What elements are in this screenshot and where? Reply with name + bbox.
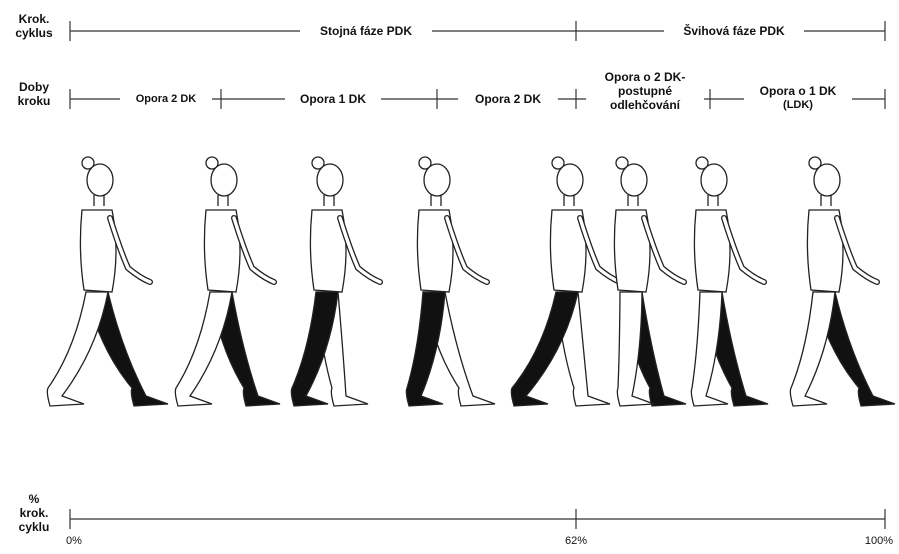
neck — [821, 195, 831, 206]
phase-swing-label: Švihová fáze PDK — [664, 24, 804, 38]
phase-stance-label: Stojná fáze PDK — [300, 24, 432, 38]
step-segment-double-support-1: Opora 2 DK — [120, 92, 212, 106]
neck — [431, 195, 441, 206]
step-segment-double-support-2: Opora 2 DK — [458, 92, 558, 106]
percent-axis — [70, 509, 885, 529]
step-segment-single-support-left: Opora o 1 DK (LDK) — [744, 84, 852, 112]
head — [87, 164, 113, 196]
walking-figure — [175, 157, 280, 406]
head — [557, 164, 583, 196]
neck — [324, 195, 334, 206]
neck — [628, 195, 638, 206]
head — [701, 164, 727, 196]
head — [621, 164, 647, 196]
walking-figure — [691, 157, 768, 406]
left-leg — [790, 292, 835, 406]
walking-figure — [291, 157, 380, 406]
step-segment-unloading-line1: Opora o 2 DK- — [590, 70, 700, 84]
step-segment-unloading-line3: odlehčování — [590, 98, 700, 112]
step-segment-single-support-left-line2: (LDK) — [748, 98, 848, 112]
step-segment-single-support-left-line1: Opora o 1 DK — [748, 84, 848, 98]
head — [814, 164, 840, 196]
neck — [94, 195, 104, 206]
walking-figure — [406, 157, 495, 406]
percent-tick-label-62: 62% — [558, 534, 594, 548]
percent-tick-label-100: 100% — [860, 534, 898, 548]
step-segment-unloading-line2: postupné — [590, 84, 700, 98]
step-segment-unloading: Opora o 2 DK- postupné odlehčování — [586, 70, 704, 112]
walking-figures — [47, 157, 895, 406]
neck — [564, 195, 574, 206]
head — [317, 164, 343, 196]
walking-figure — [790, 157, 895, 406]
left-leg — [47, 292, 108, 406]
percent-tick-label-0: 0% — [58, 534, 90, 548]
head — [211, 164, 237, 196]
walking-figure — [511, 157, 620, 406]
head — [424, 164, 450, 196]
neck — [218, 195, 228, 206]
walking-figure — [47, 157, 168, 406]
left-leg — [175, 292, 232, 406]
walking-figure — [614, 157, 686, 406]
neck — [708, 195, 718, 206]
step-segment-single-support: Opora 1 DK — [285, 92, 381, 106]
